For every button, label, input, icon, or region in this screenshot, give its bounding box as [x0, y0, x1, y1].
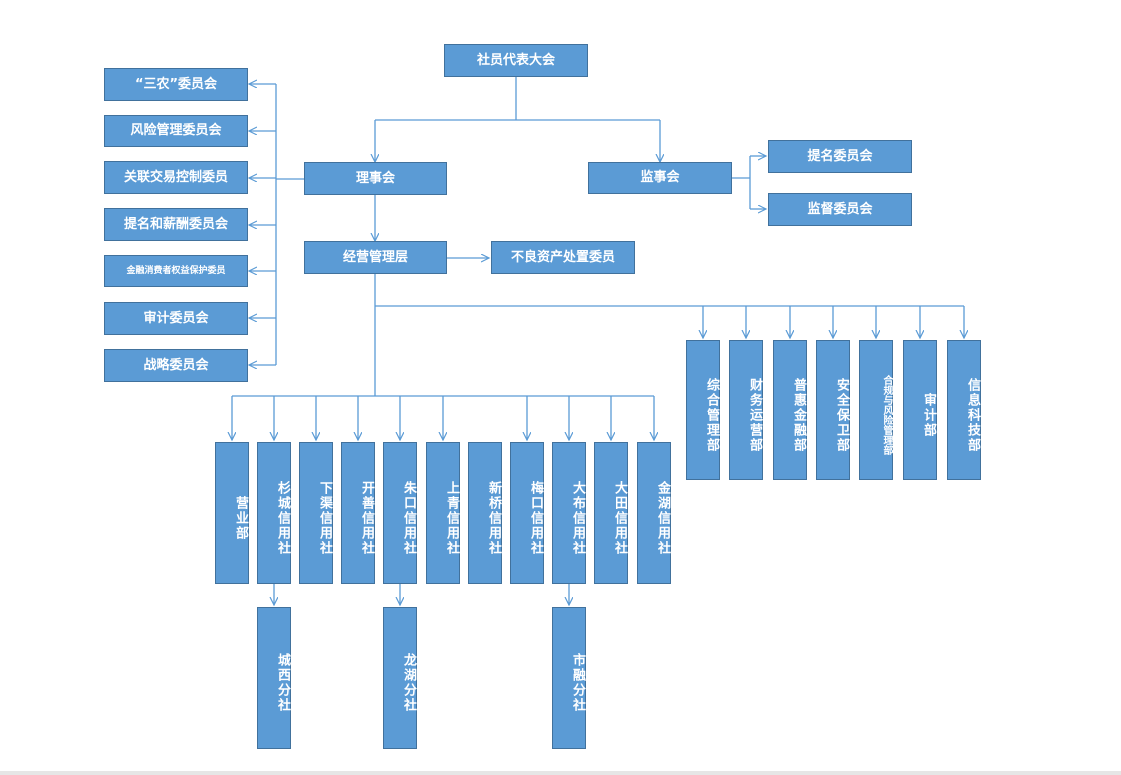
branch-datian: 大田信用社 [594, 442, 628, 584]
bottom-scroll-edge [0, 771, 1121, 775]
branch-business-department: 营业部 [215, 442, 249, 584]
board-committee-audit: 审计委员会 [104, 302, 248, 335]
management-box: 经营管理层 [304, 241, 447, 274]
dept-audit: 审计部 [903, 340, 937, 480]
board-committee-sannong: “三农”委员会 [104, 68, 248, 101]
board-box: 理事会 [304, 162, 447, 195]
sub-branch-chengxi: 城西分社 [257, 607, 291, 749]
board-committee-nomination-compensation: 提名和薪酬委员会 [104, 208, 248, 241]
board-committee-strategy: 战略委员会 [104, 349, 248, 382]
branch-meikou: 梅口信用社 [510, 442, 544, 584]
dept-general-management: 综合管理部 [686, 340, 720, 480]
branch-xiaqu: 下渠信用社 [299, 442, 333, 584]
dept-security: 安全保卫部 [816, 340, 850, 480]
branch-jinhu: 金湖信用社 [637, 442, 671, 584]
branch-dabu: 大布信用社 [552, 442, 586, 584]
supervisor-committee-oversight: 监督委员会 [768, 193, 912, 226]
supervisors-box: 监事会 [588, 162, 732, 194]
supervisor-committee-nomination: 提名委员会 [768, 140, 912, 173]
board-committee-consumer-protection: 金融消费者权益保护委员 [104, 255, 248, 287]
dept-information-technology: 信息科技部 [947, 340, 981, 480]
dept-inclusive-finance: 普惠金融部 [773, 340, 807, 480]
npl-committee-box: 不良资产处置委员 [491, 241, 635, 274]
branch-zhukou: 朱口信用社 [383, 442, 417, 584]
branch-shancheng: 杉城信用社 [257, 442, 291, 584]
board-committee-related-transactions: 关联交易控制委员 [104, 161, 248, 194]
branch-kaishan: 开善信用社 [341, 442, 375, 584]
assembly-box: 社员代表大会 [444, 44, 588, 77]
branch-xinqiao: 新桥信用社 [468, 442, 502, 584]
branch-shangqing: 上青信用社 [426, 442, 460, 584]
sub-branch-longhu: 龙湖分社 [383, 607, 417, 749]
dept-compliance-risk: 合规与风险管理部 [859, 340, 893, 480]
board-committee-risk: 风险管理委员会 [104, 115, 248, 147]
sub-branch-shirong: 市融分社 [552, 607, 586, 749]
dept-finance-operations: 财务运营部 [729, 340, 763, 480]
